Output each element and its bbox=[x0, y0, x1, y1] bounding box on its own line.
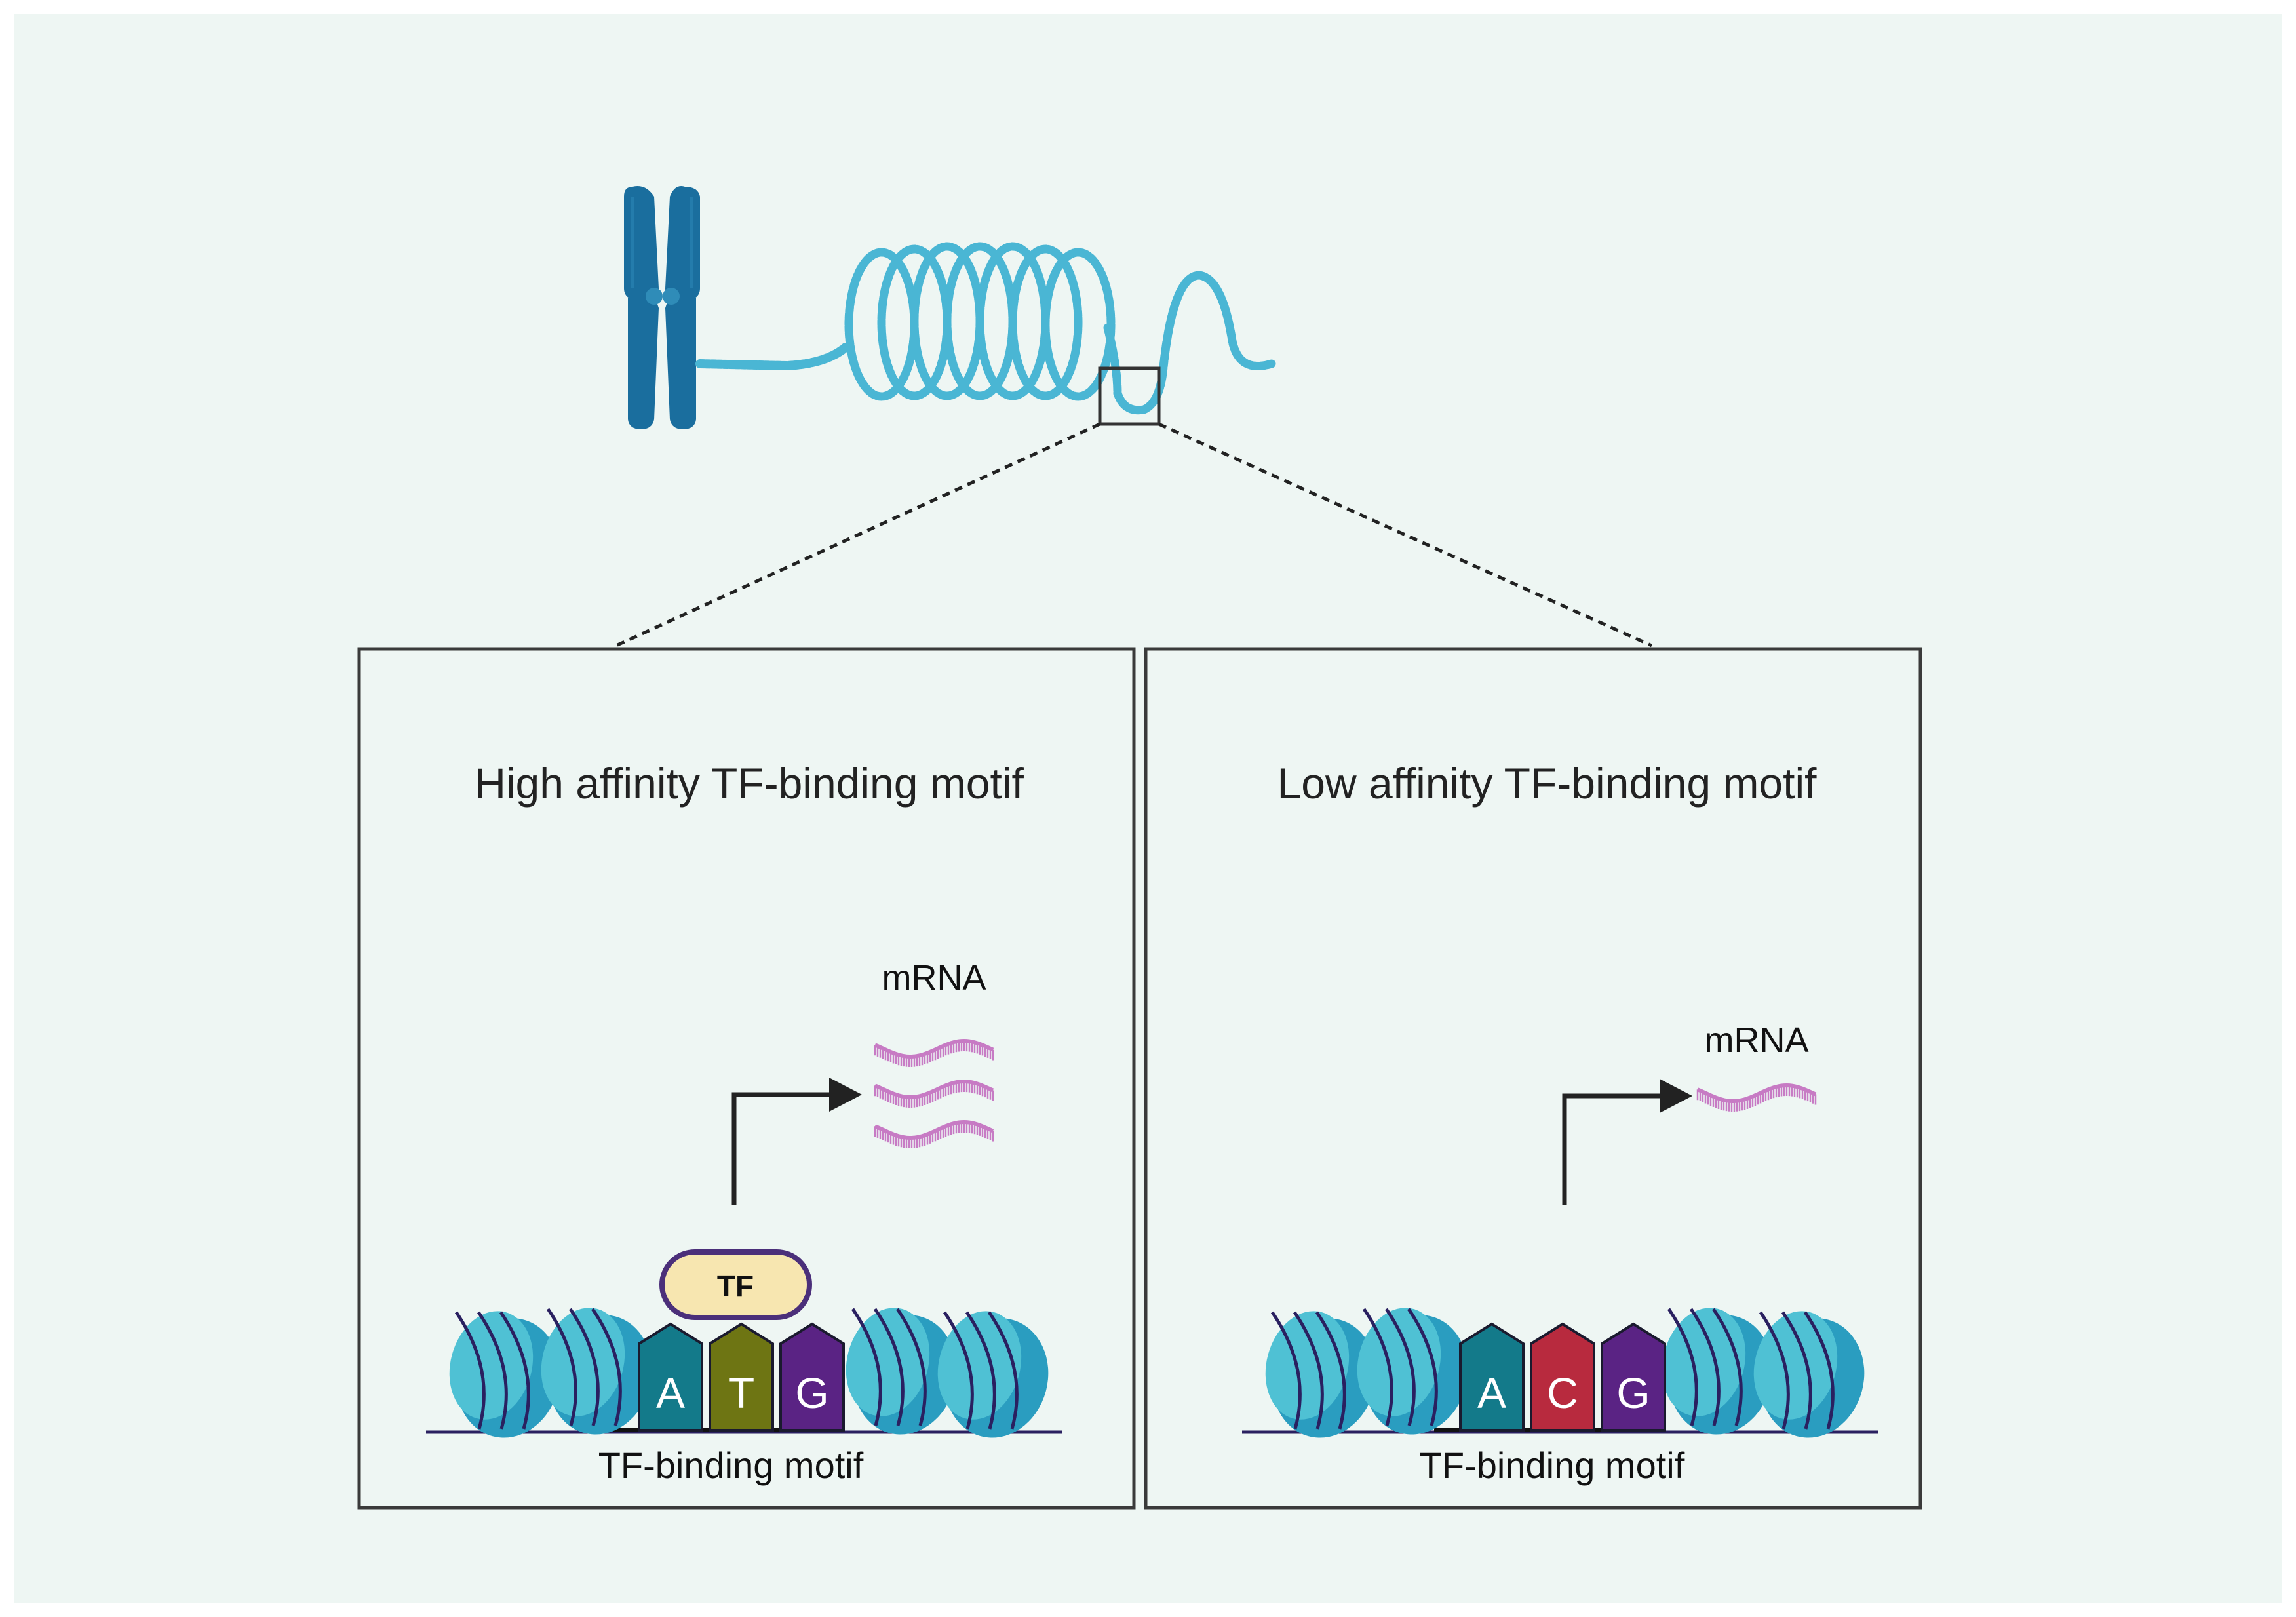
motif-base-letter: A bbox=[656, 1369, 685, 1417]
motif-base-A: A bbox=[1459, 1322, 1525, 1432]
motif-base-G: G bbox=[1601, 1322, 1666, 1432]
nucleosome-icon bbox=[1265, 1311, 1376, 1438]
figure-background bbox=[14, 14, 2282, 1603]
motif-base-letter: G bbox=[795, 1369, 828, 1417]
mrna-label: mRNA bbox=[882, 958, 986, 998]
tf-label: TF bbox=[717, 1269, 754, 1303]
motif-base-letter: T bbox=[728, 1369, 754, 1417]
mrna-icon bbox=[874, 1120, 994, 1148]
panel-border bbox=[357, 647, 1136, 1510]
nucleosome-icon bbox=[1662, 1308, 1773, 1435]
nucleosome-icon bbox=[449, 1311, 560, 1438]
chromatin-coil-icon bbox=[695, 242, 1276, 415]
tf-protein-icon: TF bbox=[659, 1249, 812, 1320]
motif-label: TF-binding motif bbox=[598, 1445, 864, 1486]
nucleosome-icon bbox=[846, 1308, 957, 1435]
motif-base-C: C bbox=[1530, 1322, 1595, 1432]
zoom-line-right bbox=[1158, 422, 1653, 648]
motif-base-letter: G bbox=[1616, 1369, 1650, 1417]
mrna-icon bbox=[874, 1038, 994, 1067]
panel-title: High affinity TF-binding motif bbox=[475, 759, 1024, 808]
chromosome-icon bbox=[624, 186, 700, 429]
motif-base-T: T bbox=[709, 1322, 774, 1432]
zoom-line-left bbox=[615, 422, 1101, 648]
motif-label: TF-binding motif bbox=[1420, 1445, 1685, 1486]
panel-border bbox=[1144, 647, 1922, 1510]
mrna-label: mRNA bbox=[1705, 1021, 1809, 1060]
mrna-icon bbox=[874, 1079, 994, 1108]
transcription-arrow-icon bbox=[1562, 1079, 1692, 1205]
mrna-icon bbox=[1696, 1083, 1817, 1112]
zoom-box bbox=[615, 366, 1653, 648]
panel-title: Low affinity TF-binding motif bbox=[1277, 759, 1818, 808]
motif-base-letter: C bbox=[1547, 1369, 1578, 1417]
nucleosome-icon bbox=[937, 1311, 1049, 1438]
motif-base-A: A bbox=[638, 1322, 703, 1432]
motif-base-letter: A bbox=[1477, 1369, 1506, 1417]
nucleosome-icon bbox=[1753, 1311, 1865, 1438]
motif-base-G: G bbox=[779, 1322, 845, 1432]
nucleosome-icon bbox=[1357, 1308, 1468, 1435]
transcription-arrow-icon bbox=[731, 1078, 862, 1205]
nucleosome-icon bbox=[541, 1308, 652, 1435]
